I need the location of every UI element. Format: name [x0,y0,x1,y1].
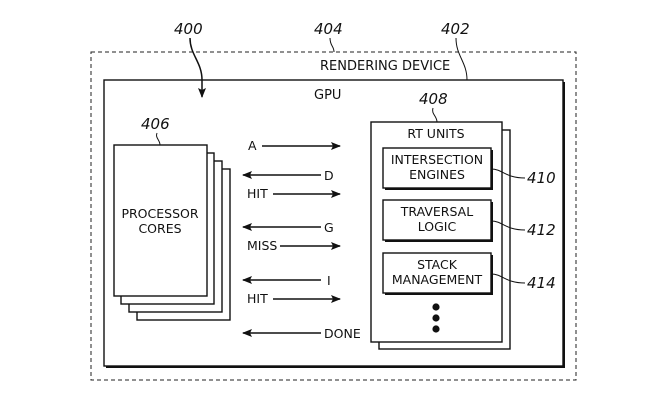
rendering-device-title: RENDERING DEVICE [320,59,450,74]
lead-406 [156,132,161,146]
processor-cores-box [113,144,208,297]
svg-text:HIT: HIT [247,291,268,306]
svg-text:A: A [248,138,257,153]
traversal-logic-label-2: LOGIC [418,219,457,234]
lead-400-arrow [189,37,206,98]
ref-404: 404 [314,20,343,38]
ref-408: 408 [419,90,448,108]
svg-text:HIT: HIT [247,186,268,201]
lead-408 [432,107,438,123]
lead-410 [490,168,526,179]
intersection-engines-label-2: ENGINES [409,167,465,182]
lead-414 [490,273,526,284]
signal-miss: MISS [247,238,341,253]
rt-units-title: RT UNITS [407,126,464,141]
processor-cores-stack [113,144,231,321]
traversal-logic-box [382,199,492,241]
ref-402: 402 [441,20,470,38]
svg-text:D: D [324,168,334,183]
svg-text:G: G [324,220,334,235]
stack-management-label-1: STACK [417,257,458,272]
intersection-engines-box [382,147,492,189]
ref-406: 406 [141,115,170,133]
stack-management-label-2: MANAGEMENT [392,272,483,287]
intersection-engines-label-1: INTERSECTION [391,152,483,167]
traversal-logic-label-1: TRAVERSAL [400,204,473,219]
signal-done: DONE [242,326,361,341]
lead-404 [329,37,335,53]
processor-cores-label-2: CORES [138,221,181,236]
ref-410: 410 [527,169,556,187]
signal-g: G [242,220,334,235]
signal-hit-1: HIT [247,186,341,201]
ref-400: 400 [174,20,203,38]
signal-i: I [242,273,331,288]
svg-text:MISS: MISS [247,238,277,253]
stack-management-box [382,252,492,294]
lead-402 [455,37,468,81]
ref-412: 412 [527,221,556,239]
lead-412 [490,220,526,231]
signal-a: A [248,138,341,153]
processor-cores-label-1: PROCESSOR [121,206,198,221]
signal-hit-2: HIT [247,291,341,306]
svg-text:DONE: DONE [324,326,361,341]
signal-d: D [242,168,334,183]
ref-414: 414 [527,274,556,292]
svg-text:I: I [327,273,331,288]
gpu-title: GPU [314,88,341,103]
ellipsis-vertical-icon [432,303,440,333]
